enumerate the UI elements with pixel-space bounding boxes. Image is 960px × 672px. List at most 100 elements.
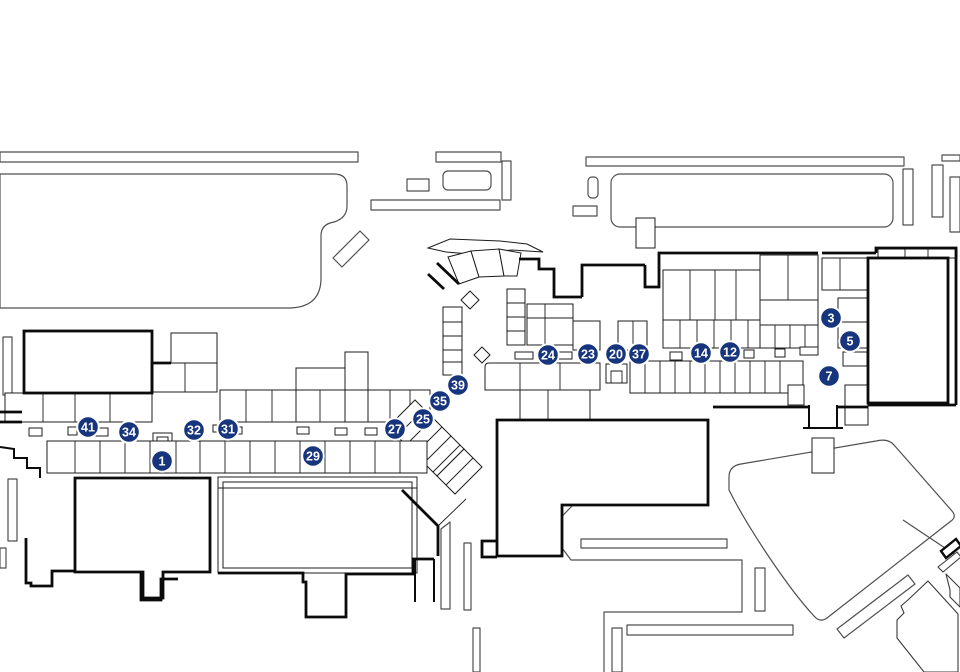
marker-1[interactable]: 1	[150, 449, 174, 473]
parking-lots-layer	[0, 151, 960, 672]
building-fragment	[939, 537, 960, 560]
marker-24[interactable]: 24	[536, 343, 560, 367]
marker-37[interactable]: 37	[627, 342, 651, 366]
kiosk-structure	[605, 363, 628, 384]
parking-strip	[836, 574, 916, 639]
parking-strip	[587, 176, 599, 199]
fan-store	[498, 248, 522, 277]
marker-34[interactable]: 34	[117, 420, 141, 444]
parking-strip	[332, 230, 370, 268]
svg-text:23: 23	[581, 348, 595, 362]
store-dividers	[904, 249, 929, 258]
parking-strip	[937, 551, 960, 573]
parking-lot-southeast	[728, 439, 955, 621]
kiosk-diamond	[460, 290, 480, 310]
store-block	[170, 332, 218, 364]
parking-strip	[949, 176, 960, 233]
parking-strip	[572, 205, 598, 217]
south-outer-wall	[218, 557, 434, 619]
anchor-store-a	[73, 476, 212, 600]
store-dividers	[42, 363, 411, 422]
svg-text:35: 35	[433, 395, 447, 409]
svg-text:12: 12	[723, 346, 737, 360]
svg-text:7: 7	[826, 370, 833, 384]
wall-segment	[427, 261, 460, 291]
store-block	[295, 367, 346, 423]
parking-strip	[370, 199, 501, 211]
store-row	[219, 389, 299, 423]
parking-strip	[0, 547, 7, 569]
svg-text:34: 34	[122, 426, 136, 440]
marker-29[interactable]: 29	[301, 444, 325, 468]
marker-14[interactable]: 14	[689, 341, 713, 365]
marker-5[interactable]: 5	[838, 329, 862, 353]
north-wall-center	[580, 263, 645, 297]
store-dividers	[74, 441, 401, 473]
store-row	[46, 440, 428, 474]
kiosk-diamond	[473, 346, 491, 364]
store-block	[842, 351, 868, 367]
store-dividers	[519, 363, 561, 390]
store-block	[662, 269, 761, 349]
store-block	[759, 254, 819, 349]
east-building-outer-wall	[874, 246, 958, 405]
marker-41[interactable]: 41	[76, 415, 100, 439]
parking-lot-northeast	[610, 173, 894, 228]
marker-3[interactable]: 3	[819, 306, 843, 330]
svg-text:27: 27	[388, 423, 402, 437]
marker-35[interactable]: 35	[428, 389, 452, 413]
store-dividers	[644, 361, 781, 393]
svg-text:3: 3	[828, 312, 835, 326]
marker-27[interactable]: 27	[383, 417, 407, 441]
store-row	[519, 389, 591, 421]
store-dividers	[760, 255, 818, 348]
canopy-outline	[426, 238, 544, 255]
store-block	[811, 437, 835, 474]
south-outer-wall	[139, 573, 178, 602]
parking-strip	[406, 178, 430, 192]
store-ladder	[442, 306, 463, 376]
south-outer-wall	[24, 538, 75, 588]
store-block	[151, 362, 218, 393]
svg-text:41: 41	[81, 421, 95, 435]
parking-strip	[472, 627, 481, 672]
svg-text:14: 14	[694, 347, 708, 361]
store-dividers	[507, 302, 525, 332]
store-dividers	[527, 304, 573, 345]
store-row	[629, 360, 804, 394]
svg-text:25: 25	[416, 413, 430, 427]
parking-strip	[611, 627, 623, 672]
parking-strip	[501, 160, 512, 201]
markers-layer: 1 35 7 12 14 20 23 24 25 27 29 31 32 34 35 37 39 41	[76, 306, 862, 473]
marker-32[interactable]: 32	[182, 418, 206, 442]
svg-text:29: 29	[306, 450, 320, 464]
west-entrance-wall	[0, 410, 22, 424]
svg-text:31: 31	[221, 423, 235, 437]
south-wall-east	[713, 403, 956, 409]
parking-strip	[754, 567, 766, 612]
wall-segment	[150, 361, 171, 392]
parking-strip	[626, 624, 794, 636]
marker-23[interactable]: 23	[576, 342, 600, 366]
store-dividers	[396, 408, 461, 473]
svg-text:39: 39	[451, 379, 465, 393]
marker-7[interactable]: 7	[817, 364, 841, 388]
anchor-store-center	[495, 418, 710, 558]
marker-31[interactable]: 31	[216, 417, 240, 441]
svg-text:37: 37	[632, 348, 646, 362]
marker-20[interactable]: 20	[604, 342, 628, 366]
store-dividers	[443, 321, 462, 363]
store-block	[635, 217, 656, 249]
building-fragment-southeast	[896, 580, 959, 672]
parking-lot-northwest	[0, 173, 348, 309]
marker-25[interactable]: 25	[411, 407, 435, 431]
parking-strip	[7, 478, 18, 542]
svg-text:1: 1	[159, 455, 166, 469]
parking-strip	[442, 170, 492, 191]
building-fragment	[945, 573, 960, 608]
store-row	[4, 392, 153, 423]
parking-strip	[902, 168, 914, 226]
marker-12[interactable]: 12	[718, 340, 742, 364]
marker-39[interactable]: 39	[446, 373, 470, 397]
